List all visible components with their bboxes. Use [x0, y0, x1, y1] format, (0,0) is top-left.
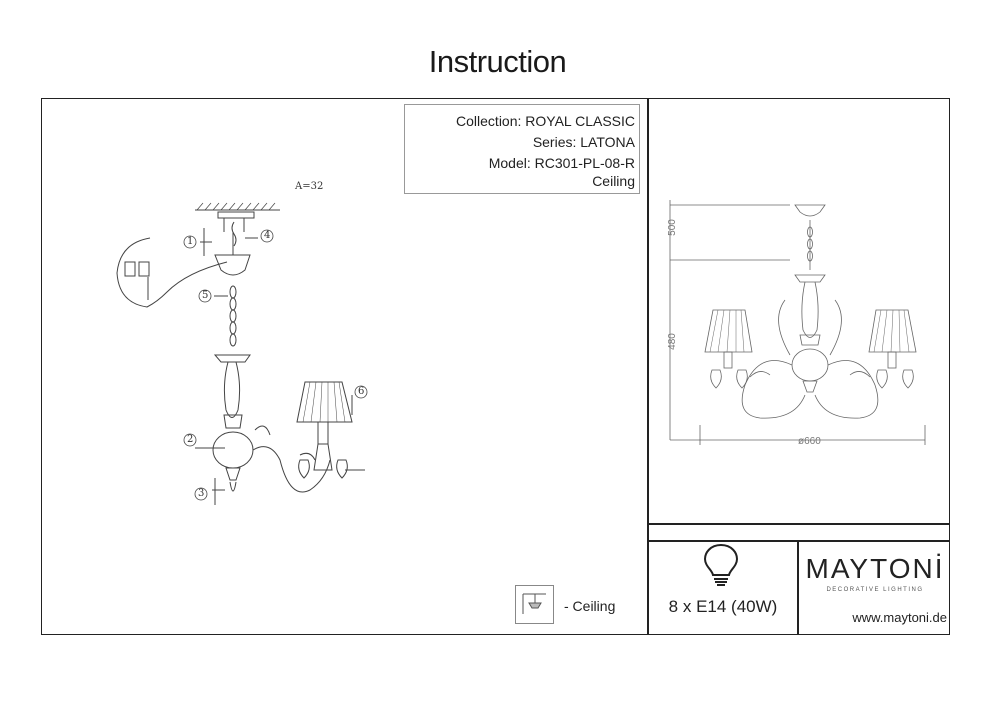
dimension-drawing	[669, 200, 926, 445]
dimension-diameter: ø660	[798, 436, 821, 447]
divider-horizontal-bottom	[647, 540, 950, 542]
step-1-label: 1	[187, 236, 194, 247]
step-4-label: 4	[264, 230, 271, 241]
step-5-label: 5	[202, 290, 209, 301]
divider-vertical-brand	[797, 540, 799, 635]
instruction-frame	[41, 98, 950, 635]
series-text: Series: LATONA	[532, 134, 635, 150]
page-title: Instruction	[428, 44, 567, 79]
ref-code: A=32	[295, 181, 324, 192]
divider-horizontal-right	[647, 523, 950, 525]
step-2-label: 2	[187, 434, 194, 445]
product-info-box: Collection: ROYAL CLASSIC Series: LATONA…	[404, 104, 640, 194]
ceiling-mount-icon	[515, 585, 554, 624]
ceiling-legend-label: - Ceiling	[564, 598, 616, 614]
lamp-spec-text: 8 x E14 (40W)	[668, 597, 778, 616]
step-3-label: 3	[198, 488, 205, 499]
dimension-height-body: 480	[666, 333, 678, 350]
dimension-height-top: 500	[666, 219, 678, 236]
step-6-label: 6	[358, 386, 365, 397]
model-text: Model: RC301-PL-08-R	[488, 155, 635, 171]
type-text: Ceiling	[592, 173, 635, 189]
brand-tagline: DECORATIVE LIGHTING	[826, 587, 924, 593]
website-text: www.maytoni.de	[852, 610, 947, 625]
assembly-diagram	[116, 202, 368, 505]
brand-logo: MAYTONİ	[805, 553, 945, 584]
bulb-icon	[700, 542, 742, 593]
collection-text: Collection: ROYAL CLASSIC	[456, 113, 635, 129]
divider-vertical-main	[647, 98, 649, 635]
